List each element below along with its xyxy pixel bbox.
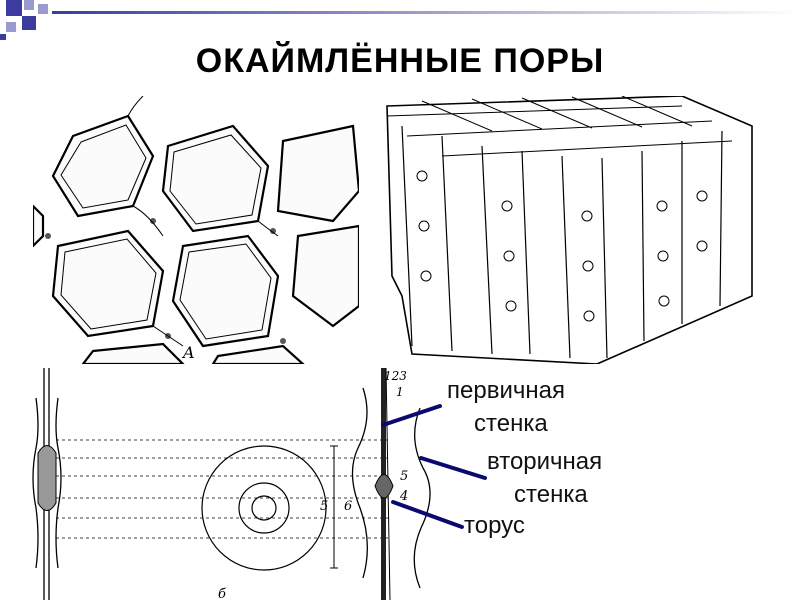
deco-square [24, 0, 34, 10]
deco-bar [52, 11, 800, 14]
deco-square [0, 34, 6, 40]
layer-numbers: 123 [384, 369, 407, 383]
deco-square [6, 0, 22, 16]
deco-square [22, 16, 36, 30]
label-secondary-wall-line2: стенка [514, 481, 588, 508]
deco-square [38, 4, 48, 14]
right-number-1: 1 [396, 385, 404, 399]
label-secondary-wall-line1: вторичная [487, 448, 603, 475]
bordered-pit-diagram: 5 6 123 1 5 4 б [32, 368, 431, 600]
tracheid-block-3d [386, 96, 753, 364]
cell-wall-cross-section: A [33, 96, 359, 364]
label-torus: торус [464, 512, 525, 539]
corner-decoration [0, 0, 800, 40]
label-primary-wall-line1: первичная [447, 377, 565, 404]
label-primary-wall-line2: стенка [474, 410, 548, 437]
slide-title: ОКАЙМЛЁННЫЕ ПОРЫ [195, 42, 605, 80]
right-number-4: 4 [399, 489, 408, 504]
scale-number-6: 6 [344, 499, 352, 514]
bottom-letter: б [218, 587, 226, 600]
panel-a-letter: A [181, 343, 195, 362]
deco-square [6, 22, 16, 32]
right-number-5: 5 [400, 469, 408, 484]
scale-number-5: 5 [320, 499, 328, 514]
